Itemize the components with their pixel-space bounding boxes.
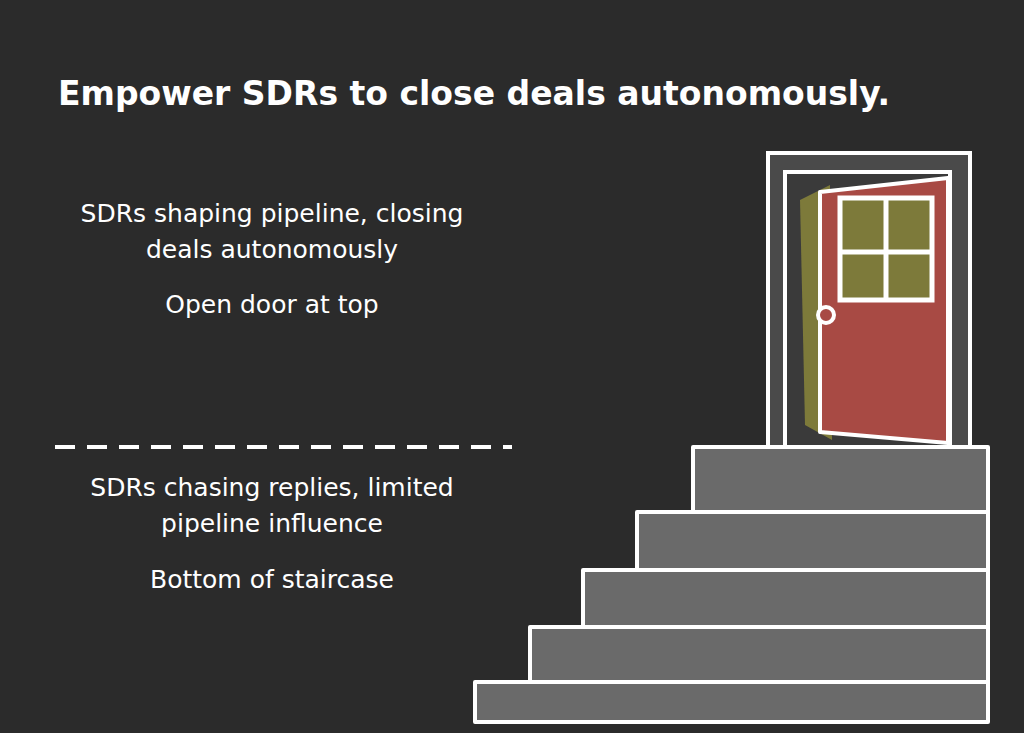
window-bar — [840, 250, 932, 255]
door-frame — [768, 153, 970, 447]
door-panel — [820, 178, 948, 443]
title: Empower SDRs to close deals autonomously… — [58, 74, 890, 113]
state-description: SDRs chasing replies, limited pipeline i… — [52, 470, 492, 542]
door-window — [840, 198, 932, 300]
staircase — [475, 447, 988, 722]
door — [768, 153, 970, 447]
divider-line — [55, 445, 512, 449]
state-marker: Bottom of staircase — [52, 562, 492, 598]
door-opening — [785, 172, 950, 447]
stair-step — [530, 627, 988, 682]
door-knob — [818, 307, 834, 323]
stair-step — [693, 447, 988, 512]
window-bar — [884, 198, 889, 300]
stair-step — [637, 512, 988, 570]
stair-step — [475, 682, 988, 722]
stair-step — [583, 570, 988, 627]
state-marker: Open door at top — [52, 287, 492, 323]
state-description: SDRs shaping pipeline, closing deals aut… — [52, 196, 492, 268]
